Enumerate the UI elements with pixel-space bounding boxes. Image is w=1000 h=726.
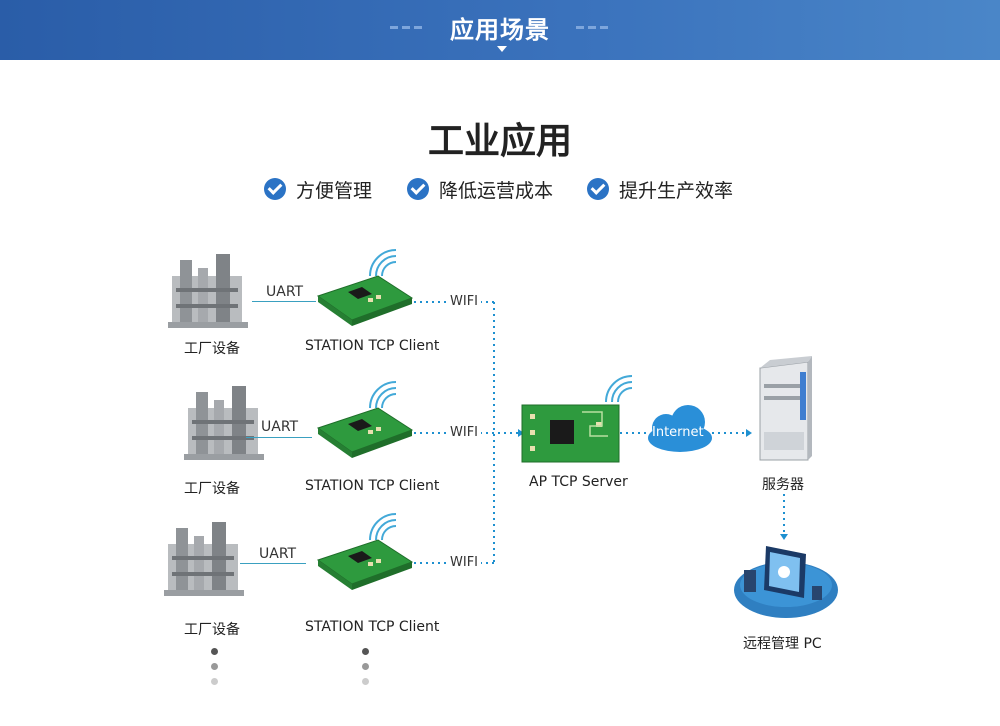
internet-label: Internet (652, 425, 704, 440)
header-title: 应用场景 (450, 16, 550, 44)
wifi-module-icon (317, 539, 413, 591)
device-label: 工厂设备 (184, 622, 240, 638)
banner-dash-left (390, 26, 424, 29)
caret-down-icon (497, 46, 507, 52)
uart-connection-line (240, 563, 306, 564)
module-label: STATION TCP Client (305, 478, 440, 494)
header-banner: 应用场景 (0, 0, 1000, 60)
more-dot (362, 678, 369, 685)
more-dot (362, 648, 369, 655)
feature-item: 降低运营成本 (407, 176, 553, 202)
ap-module-icon (521, 404, 620, 463)
banner-dash-right (576, 26, 610, 29)
wifi-label: WIFI (447, 425, 481, 440)
server-icon (759, 356, 812, 461)
wifi-signal-icon (369, 513, 397, 541)
main-title: 工业应用 (427, 121, 572, 162)
factory-equipment-icon (184, 386, 264, 460)
ap-label: AP TCP Server (529, 474, 628, 490)
module-label: STATION TCP Client (305, 338, 440, 354)
server-label: 服务器 (762, 477, 804, 493)
feature-label: 方便管理 (296, 179, 373, 202)
uart-label: UART (261, 419, 299, 435)
factory-equipment-icon (164, 522, 244, 596)
wifi-label: WIFI (447, 555, 481, 570)
more-dot (211, 648, 218, 655)
wifi-module-icon (317, 407, 413, 459)
module-label: STATION TCP Client (305, 619, 440, 635)
more-dot (211, 663, 218, 670)
check-circle-icon (264, 178, 286, 200)
more-dot (362, 663, 369, 670)
uart-label: UART (259, 546, 297, 562)
internet-cloud-icon (648, 405, 712, 452)
factory-equipment-icon (168, 254, 248, 328)
wifi-module-icon (317, 275, 413, 327)
device-label: 工厂设备 (184, 341, 240, 357)
feature-item: 提升生产效率 (587, 176, 733, 202)
wifi-label: WIFI (447, 294, 481, 309)
wifi-signal-icon (369, 249, 397, 277)
wifi-signal-icon (369, 381, 397, 409)
wifi-signal-icon (605, 375, 633, 403)
uart-label: UART (266, 284, 304, 300)
uart-connection-line (252, 301, 316, 302)
feature-item: 方便管理 (264, 176, 372, 202)
more-dot (211, 678, 218, 685)
check-circle-icon (407, 178, 429, 200)
remote-pc-label: 远程管理 PC (743, 636, 822, 652)
feature-label: 提升生产效率 (619, 179, 734, 202)
feature-label: 降低运营成本 (439, 179, 554, 202)
device-label: 工厂设备 (184, 481, 240, 497)
remote-pc-icon (734, 546, 838, 618)
check-circle-icon (587, 178, 609, 200)
uart-connection-line (246, 437, 312, 438)
